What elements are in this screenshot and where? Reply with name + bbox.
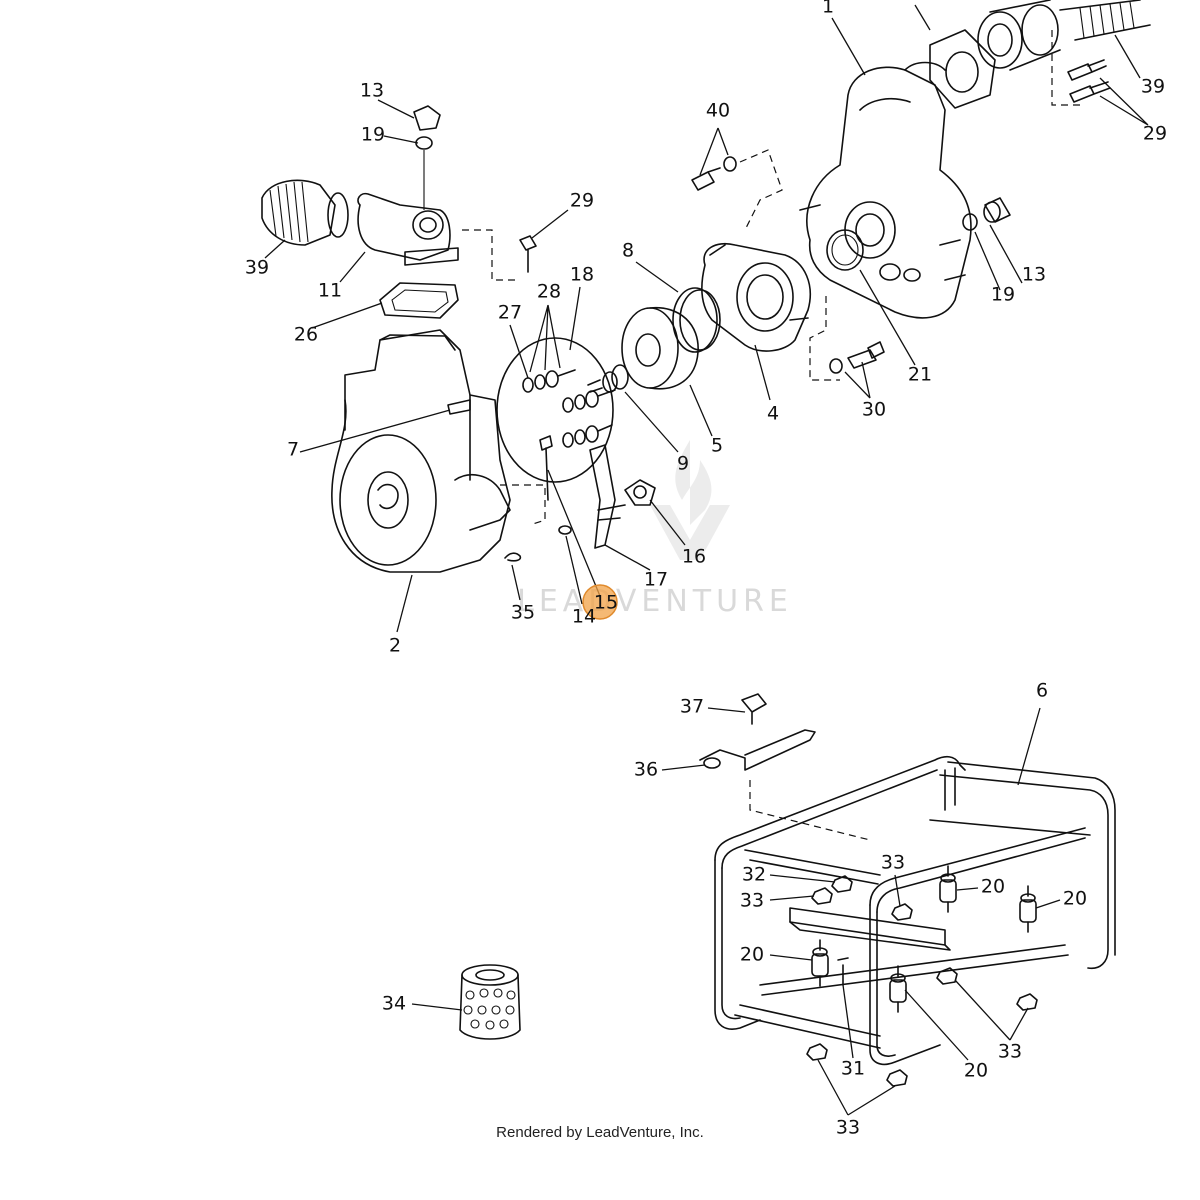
callout-39[interactable]: 39 [245,257,269,279]
callout-39-top[interactable]: 39 [1141,76,1165,98]
callout-33-left[interactable]: 33 [740,890,764,912]
plug-part-13-right[interactable] [962,197,1011,231]
wear-plate-part-8[interactable] [672,287,721,353]
callout-18[interactable]: 18 [570,264,594,286]
elbow-fitting-part-11[interactable] [357,192,459,266]
bolts-part-29-top[interactable] [1051,30,1111,106]
callout-37[interactable]: 37 [680,696,704,718]
callout-33-bottom[interactable]: 33 [836,1117,860,1139]
clip-part-35[interactable] [500,484,546,562]
callout-26[interactable]: 26 [294,324,318,346]
bolt-part-29-center[interactable] [462,229,537,281]
callout-13[interactable]: 13 [360,80,384,102]
callout-27[interactable]: 27 [498,302,522,324]
callout-33-center[interactable]: 33 [881,852,905,874]
callout-8[interactable]: 8 [622,240,634,262]
callout-labels: 1 13 19 29 39 11 26 27 28 18 8 40 39 29 … [245,0,1167,1139]
callout-9[interactable]: 9 [677,453,689,475]
callout-31[interactable]: 31 [841,1058,865,1080]
valve-lever-part-17[interactable] [589,444,626,549]
strainer-part-34[interactable] [459,964,521,1040]
gasket-part-26[interactable] [379,282,459,319]
callout-14[interactable]: 14 [572,606,596,628]
callout-7[interactable]: 7 [287,439,299,461]
callout-20-bottom[interactable]: 20 [964,1060,988,1082]
pin-part-15[interactable] [539,435,553,501]
callout-29[interactable]: 29 [570,190,594,212]
leader-lines [264,4,1149,1116]
bolts-part-30[interactable] [809,296,885,381]
callout-16[interactable]: 16 [682,546,706,568]
washer-part-19-right [962,213,978,231]
bolts-part-40[interactable] [691,149,783,231]
frame-part-6[interactable] [714,755,1116,1066]
suction-hose-part-39-left[interactable] [261,179,349,246]
pump-body-part-2[interactable] [331,329,511,573]
callout-1[interactable]: 1 [822,0,834,18]
callout-19[interactable]: 19 [361,124,385,146]
callout-5[interactable]: 5 [711,435,723,457]
callout-15[interactable]: 15 [594,592,618,614]
callout-11[interactable]: 11 [318,280,342,302]
callout-30[interactable]: 30 [862,399,886,421]
callout-20-top[interactable]: 20 [981,876,1005,898]
watermark: LEADVENTURE [517,440,793,619]
callout-29-top[interactable]: 29 [1143,123,1167,145]
strap-part-36[interactable] [699,729,871,841]
callout-21[interactable]: 21 [908,364,932,386]
callout-17[interactable]: 17 [644,569,668,591]
callout-4[interactable]: 4 [767,403,779,425]
callout-33-right[interactable]: 33 [998,1041,1022,1063]
volute-casing-part-4[interactable] [701,243,812,352]
callout-28[interactable]: 28 [537,281,561,303]
plug-part-13-top[interactable] [413,105,441,210]
selected-part-hotspot[interactable] [582,584,618,620]
washer-part-14[interactable] [558,525,572,535]
callout-6[interactable]: 6 [1036,680,1048,702]
callout-20-left[interactable]: 20 [740,944,764,966]
label-plate-part-7 [447,399,471,415]
callout-19-right[interactable]: 19 [991,284,1015,306]
watermark-text: LEADVENTURE [517,584,793,619]
callout-32[interactable]: 32 [742,864,766,886]
cover-plate-part-18[interactable] [496,337,614,483]
mounting-bracket[interactable] [789,907,951,951]
bolts-part-27-28[interactable] [522,369,616,448]
callout-40[interactable]: 40 [706,100,730,122]
callout-13-right[interactable]: 13 [1022,264,1046,286]
knob-part-16[interactable] [624,479,656,506]
callout-34[interactable]: 34 [382,993,406,1015]
callout-2[interactable]: 2 [389,635,401,657]
pipe-flange-and-gasket[interactable] [929,0,1061,109]
suction-hose-part-39-top[interactable] [1059,0,1151,41]
pump-housing-part-1[interactable] [799,61,972,319]
nuts-part-32-33[interactable] [806,875,1038,1087]
impeller-part-5[interactable] [621,306,699,390]
screw-part-37[interactable] [741,693,767,725]
callout-35[interactable]: 35 [511,602,535,624]
callout-36[interactable]: 36 [634,759,658,781]
render-credit: Rendered by LeadVenture, Inc. [496,1124,704,1141]
callout-20-right[interactable]: 20 [1063,888,1087,910]
o-ring-part-21[interactable] [826,229,864,271]
washer-part-19-top [415,136,433,150]
